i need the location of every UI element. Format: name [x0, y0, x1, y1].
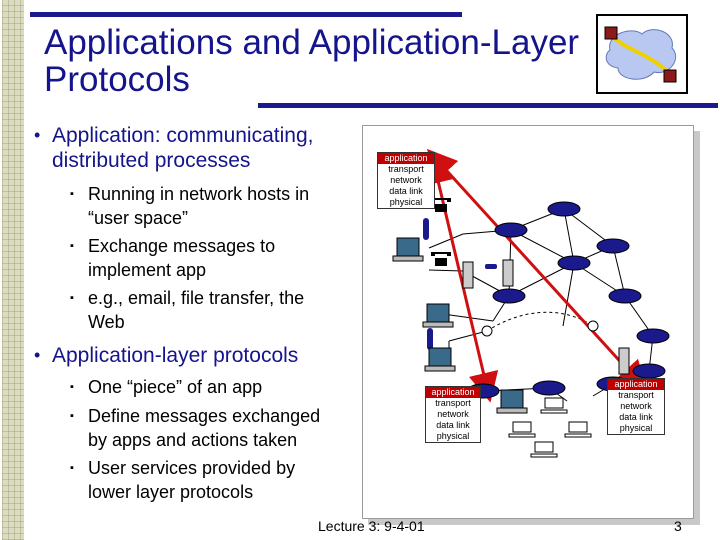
bullet-mark: •: [34, 345, 41, 365]
stack-layer-application: application: [608, 379, 664, 390]
footer-lecture-label: Lecture 3: 9-4-01: [318, 518, 425, 534]
stack-layer-physical: physical: [389, 197, 423, 207]
bullet-protocols-line-1: Application-layer protocols: [52, 344, 299, 367]
bullet-mark: •: [34, 125, 41, 145]
stack-layer-data-link: data link: [619, 412, 653, 422]
sub-bullet-services: ▪ User services provided by lower layer …: [70, 456, 368, 504]
network-diagram-canvas: [392, 148, 670, 458]
sub-bullet-mark: ▪: [70, 240, 74, 252]
phone-icon: [431, 198, 451, 212]
laptop-icon: [564, 421, 592, 438]
sub-bullet-mark: ▪: [70, 292, 74, 304]
slide-title: Applications and Application-Layer Proto…: [44, 24, 604, 98]
router-icon: [547, 201, 581, 217]
protocol-stack-bottom-left: application transport network data link …: [425, 386, 481, 443]
sub-bullet-define-line-1: Define messages exchanged: [88, 406, 321, 426]
hub-icon: [485, 264, 497, 269]
sub-bullet-mark: ▪: [70, 410, 74, 422]
sub-bullet-piece-line-1: One “piece” of an app: [88, 377, 263, 397]
hub-icon: [423, 218, 429, 240]
phone-icon: [431, 252, 451, 266]
sub-bullet-hosts-line-2: “user space”: [88, 208, 189, 228]
sub-bullet-define: ▪ Define messages exchanged by apps and …: [70, 404, 368, 452]
laptop-icon: [540, 397, 568, 414]
stack-layer-data-link: data link: [436, 420, 470, 430]
sub-bullet-mark: ▪: [70, 188, 74, 200]
decorative-side-strip: [2, 0, 24, 540]
server-icon: [618, 347, 630, 375]
workstation-icon: [424, 347, 456, 372]
stack-layer-data-link: data link: [389, 186, 423, 196]
protocol-stack-bottom-right: application transport network data link …: [607, 378, 665, 435]
sub-bullet-messages-line-1: Exchange messages to: [88, 236, 276, 256]
router-icon: [557, 255, 591, 271]
sub-bullet-hosts: ▪ Running in network hosts in “user spac…: [70, 182, 358, 230]
router-icon: [596, 238, 630, 254]
sub-bullet-examples: ▪ e.g., email, file transfer, the Web: [70, 286, 358, 334]
router-icon: [632, 363, 666, 379]
stack-layer-transport: transport: [618, 390, 654, 400]
sub-bullet-mark: ▪: [70, 462, 74, 474]
sub-bullet-examples-line-1: e.g., email, file transfer, the: [88, 288, 305, 308]
bullet-protocols: • Application-layer protocols: [34, 343, 372, 368]
workstation-icon: [422, 303, 454, 328]
sub-bullet-messages-line-2: implement app: [88, 260, 207, 280]
modem-icon: [481, 325, 493, 337]
sub-bullet-messages: ▪ Exchange messages to implement app: [70, 234, 358, 282]
router-icon: [608, 288, 642, 304]
stack-layer-physical: physical: [619, 423, 653, 433]
sub-bullet-hosts-line-1: Running in network hosts in: [88, 184, 310, 204]
stack-layer-transport: transport: [435, 398, 471, 408]
stack-layer-physical: physical: [436, 431, 470, 441]
stack-layer-transport: transport: [388, 164, 424, 174]
laptop-icon: [530, 441, 558, 458]
footer-page-number: 3: [674, 518, 682, 534]
stack-layer-network: network: [390, 175, 422, 185]
workstation-icon: [496, 389, 528, 414]
network-diagram: application transport network data link …: [362, 125, 694, 519]
workstation-icon: [392, 237, 424, 262]
sub-bullet-define-line-2: by apps and actions taken: [88, 430, 298, 450]
title-bottom-rule: [258, 103, 718, 108]
bullet-application-line-2: distributed processes: [52, 149, 251, 172]
router-icon: [494, 222, 528, 238]
stack-layer-application: application: [378, 153, 434, 164]
server-icon: [462, 261, 474, 289]
network-cloud-logo-icon: [596, 14, 688, 94]
server-icon: [502, 259, 514, 287]
communication-arrow-right: [426, 148, 648, 392]
slide-title-line-1: Applications and Application-Layer: [44, 23, 580, 62]
slide-title-line-2: Protocols: [44, 60, 190, 99]
bullet-application-line-1: Application: communicating,: [52, 124, 314, 147]
router-icon: [532, 380, 566, 396]
hub-icon: [427, 328, 433, 350]
router-icon: [492, 288, 526, 304]
stack-layer-application: application: [426, 387, 480, 398]
router-icon: [636, 328, 670, 344]
laptop-icon: [508, 421, 536, 438]
bullet-application: • Application: communicating, distribute…: [34, 123, 362, 173]
sub-bullet-services-line-2: lower layer protocols: [88, 482, 254, 502]
sub-bullet-services-line-1: User services provided by: [88, 458, 296, 478]
protocol-stack-top: application transport network data link …: [377, 152, 435, 209]
modem-icon: [587, 320, 599, 332]
stack-layer-network: network: [620, 401, 652, 411]
sub-bullet-piece: ▪ One “piece” of an app: [70, 375, 368, 399]
stack-layer-network: network: [437, 409, 469, 419]
sub-bullet-examples-line-2: Web: [88, 312, 125, 332]
sub-bullet-mark: ▪: [70, 381, 74, 393]
title-top-rule: [30, 12, 462, 17]
